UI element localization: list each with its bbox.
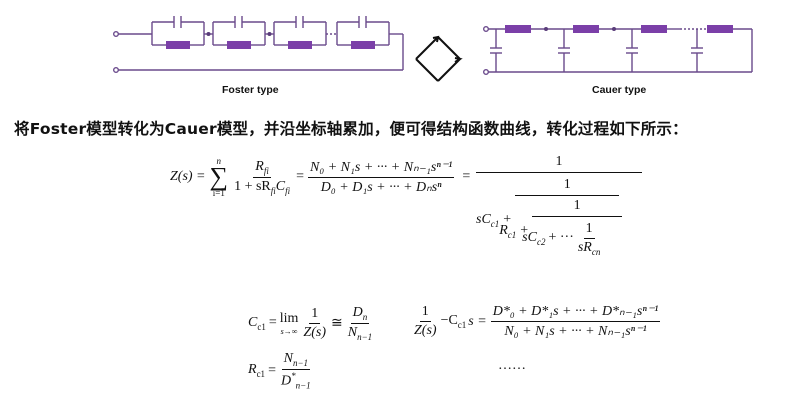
diamond-bidirectional-icon <box>415 35 463 82</box>
foster-network-diagram <box>112 16 753 82</box>
impedance-lhs: Z(s) = <box>170 169 206 184</box>
cauer-network <box>483 25 753 75</box>
foster-network <box>112 16 404 73</box>
impedance-foster-form: Z(s) = n ∑ i=1 Rfi 1 + sRfiCfi = N₀ + N₁… <box>170 156 471 198</box>
sum-operator: n ∑ i=1 <box>209 156 229 198</box>
foster-terminal-bottom <box>112 66 119 73</box>
foster-rc-cell <box>336 16 390 49</box>
foster-rc-cell <box>273 16 327 49</box>
section-heading: 将Foster模型转化为Cauer模型，并沿坐标轴累加，便可得结构函数曲线，转化… <box>14 120 688 138</box>
equation-impedance: Z(s) = n ∑ i=1 Rfi 1 + sRfiCfi = N₀ + N₁… <box>170 156 476 198</box>
equation-c1: Cc1 = lim s→∞ 1 Z(s) ≅ Dn Nn−1 <box>248 305 373 342</box>
equation-r1: Rc1 = Nn−1 D*n−1 <box>248 351 311 391</box>
foster-rc-cell <box>151 16 205 49</box>
cauer-continued-fraction: 1 sCc1 + 1 Rc1 + 1 sCc2 + ··· 1 sRcn <box>476 154 642 257</box>
polynomial-ratio: N₀ + N₁s + ··· + Nₙ₋₁sⁿ⁻¹ D₀ + D₁s + ···… <box>308 159 455 195</box>
ellipsis-continuation: …… <box>498 358 526 373</box>
foster-type-label: Foster type <box>222 84 279 96</box>
cauer-type-label: Cauer type <box>592 84 647 96</box>
foster-terminal-top <box>112 31 119 38</box>
equation-remainder: 1 Z(s) −Cc1 s = D*₀ + D*₁s + ··· + D*ₙ₋₁… <box>414 304 661 339</box>
foster-rc-cell <box>212 16 266 49</box>
foster-term-fraction: Rfi 1 + sRfiCfi <box>234 158 291 196</box>
